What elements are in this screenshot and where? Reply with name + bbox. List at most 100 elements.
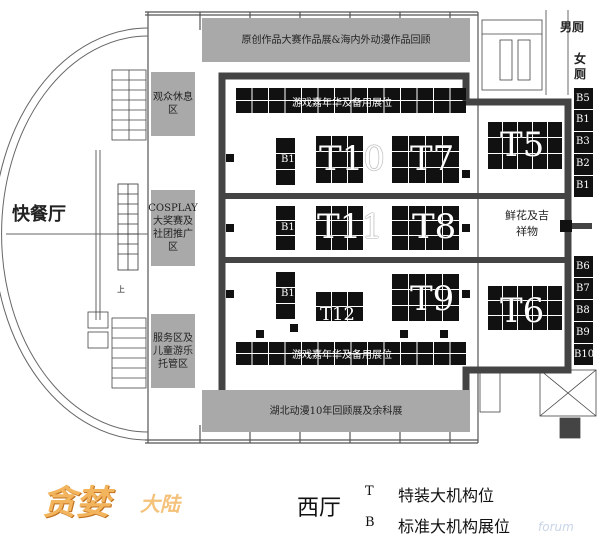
b12-cell <box>276 221 295 235</box>
booth-t12[interactable]: T12 <box>320 304 355 325</box>
b-right-lower-cell <box>574 344 593 365</box>
game-row-bottom-cell <box>252 342 268 353</box>
booth-t9[interactable]: T9 <box>410 279 455 319</box>
t8-cell <box>443 236 459 250</box>
game-row-bottom-cell <box>318 354 334 365</box>
game-row-bottom-cell <box>335 342 351 353</box>
legend-b-key: B <box>365 515 375 530</box>
t5-cell <box>518 122 532 137</box>
game-row-top-cell <box>318 101 334 113</box>
booth-b7[interactable]: B7 <box>576 283 590 294</box>
t6-cell <box>488 316 502 330</box>
t12-cell <box>316 292 331 306</box>
booth-b12[interactable]: B12 <box>281 222 302 233</box>
t7-cell <box>443 168 459 183</box>
b-right-upper-cell <box>574 88 593 109</box>
t10-cell <box>332 168 347 183</box>
b11-cell <box>276 154 295 169</box>
game-row-bottom-cell <box>417 354 433 365</box>
game-row-top-cell <box>417 88 433 100</box>
booth-b2[interactable]: B2 <box>576 158 590 169</box>
booth-t11[interactable]: T11 <box>317 207 383 247</box>
t8-cell <box>443 206 459 220</box>
game-row-bottom-cell <box>285 354 301 365</box>
t6-cell <box>548 286 562 300</box>
booth-b10[interactable]: B10 <box>574 349 595 360</box>
t6-cell <box>503 301 517 315</box>
t7-cell <box>392 136 408 151</box>
t6-cell <box>488 286 502 300</box>
game-row-top-cell <box>401 88 417 100</box>
game-row-top-cell <box>351 88 367 100</box>
booth-b8[interactable]: B8 <box>576 305 590 316</box>
t7-cell <box>443 136 459 151</box>
game-row-top-cell <box>269 101 285 113</box>
booth-t6[interactable]: T6 <box>500 291 545 331</box>
service-area-zone: 服务区及儿童游乐托管区 <box>151 314 195 388</box>
game-row-top-cell <box>269 88 285 100</box>
booth-b1-upper[interactable]: B1 <box>576 114 590 125</box>
t10-cell <box>348 152 363 167</box>
booth-b1-lower[interactable]: B1 <box>576 180 590 191</box>
t7-cell <box>426 168 442 183</box>
t12-cell <box>332 292 347 306</box>
t9-cell <box>443 274 459 289</box>
game-row-bottom-cell <box>252 354 268 365</box>
game-row-bottom-cell <box>417 342 433 353</box>
legend-t-desc: 特装大机构位 <box>398 486 495 505</box>
game-row-top-label: 游戏嘉年华及备用展位 <box>292 98 392 109</box>
t5-cell <box>548 138 562 153</box>
b12-cell <box>276 236 295 250</box>
booth-t10[interactable]: T10 <box>319 139 385 179</box>
booth-b9[interactable]: B9 <box>576 327 590 338</box>
game-row-top-cell <box>351 101 367 113</box>
t9-cell <box>443 306 459 321</box>
t5-cell <box>518 138 532 153</box>
cosplay-area-label: COSPLAY大奖赛及社团推广区 <box>148 203 198 253</box>
booth-b3[interactable]: B3 <box>576 136 590 147</box>
game-row-bottom-cell <box>269 354 285 365</box>
t8-cell <box>409 236 425 250</box>
t10-cell <box>316 152 331 167</box>
game-row-bottom-cell <box>368 342 384 353</box>
t7-cell <box>409 168 425 183</box>
t11-cell <box>332 236 347 250</box>
t8-cell <box>392 221 408 235</box>
game-row-bottom-cell <box>384 354 400 365</box>
b-right-upper-cell <box>574 110 593 131</box>
t6-cell <box>503 316 517 330</box>
booth-t5[interactable]: T5 <box>500 125 545 165</box>
cosplay-area-zone: COSPLAY大奖赛及社团推广区 <box>148 190 198 266</box>
bottom-banner-label: 湖北动漫10年回顾展及余科展 <box>269 405 403 417</box>
t6-cell <box>533 301 547 315</box>
b-right-upper-cell <box>574 154 593 175</box>
game-row-top-cell <box>450 101 466 113</box>
game-row-bottom-cell <box>434 354 450 365</box>
b11-cell <box>276 170 295 185</box>
game-row-top-cell <box>302 101 318 113</box>
t8-cell <box>392 236 408 250</box>
t10-cell <box>316 136 331 151</box>
booth-b13[interactable]: B13 <box>281 288 302 299</box>
booth-b5[interactable]: B5 <box>576 93 590 104</box>
booth-b11[interactable]: B11 <box>281 154 302 165</box>
booth-b6[interactable]: B6 <box>576 261 590 272</box>
booth-t7[interactable]: T7 <box>410 139 455 179</box>
t5-cell <box>548 154 562 169</box>
game-row-top-cell <box>285 101 301 113</box>
booth-t8[interactable]: T8 <box>412 207 457 247</box>
t9-cell <box>409 290 425 305</box>
t8-cell <box>443 221 459 235</box>
t12-cell <box>348 292 363 306</box>
t6-cell <box>518 301 532 315</box>
pillars <box>226 154 572 338</box>
game-row-top-cell <box>368 88 384 100</box>
b-right-lower-cell <box>574 300 593 321</box>
b13-cell <box>276 288 295 303</box>
t5-cell <box>503 122 517 137</box>
game-row-top-cell <box>252 101 268 113</box>
t5-cell <box>488 122 502 137</box>
game-row-top-cell <box>450 88 466 100</box>
t10-cell <box>332 152 347 167</box>
